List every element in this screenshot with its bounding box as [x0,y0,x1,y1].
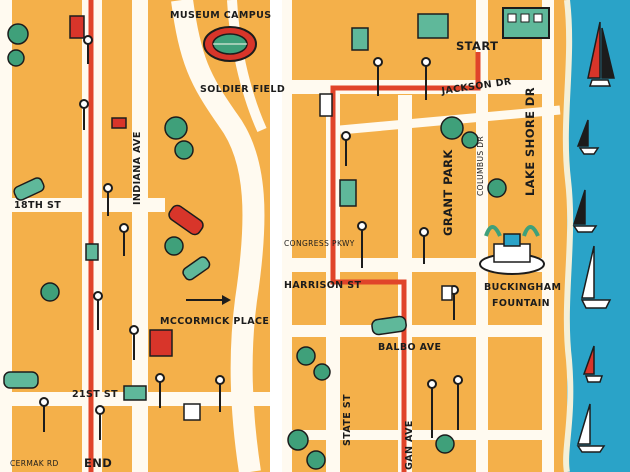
label-state-st: STATE ST [342,394,353,446]
label-indiana-ave: INDIANA AVE [132,131,143,205]
stadium-icon [203,26,257,62]
protest-sign-icon [69,13,453,421]
label-harrison-st: HARRISON ST [284,280,361,291]
car-icon [3,177,407,389]
label-end: END [84,456,112,470]
left-map-panel [0,0,270,472]
label-balbo-ave: BALBO AVE [378,342,441,353]
marcher-icon [39,35,463,440]
right-map-panel [282,0,630,472]
train-station-icon [502,7,550,39]
fountain-icon [479,225,545,275]
label-mccormick-place: MCCORMICK PLACE [160,316,269,327]
label-buckingham-line1: BUCKINGHAM [484,282,561,293]
label-start: START [456,39,498,53]
label-21st-st: 21ST ST [72,389,118,400]
sailboat-icon [572,21,615,453]
panel-divider [270,0,282,472]
label-lake-shore-dr: LAKE SHORE DR [523,87,537,196]
label-columbus-dr: COLUMBUS DR [476,136,485,196]
label-congress-pkwy: CONGRESS PKWY [284,239,355,248]
arrow-right-icon [186,295,231,305]
label-soldier-field: SOLDIER FIELD [200,84,285,95]
label-grant-park: GRANT PARK [441,149,455,236]
label-18th-st: 18TH ST [14,200,61,211]
label-buckingham-line2: FOUNTAIN [492,298,550,309]
label-cermak-rd: CERMAK RD [10,459,59,468]
label-michigan-ave: GAN AVE [404,420,415,470]
label-museum-campus: MUSEUM CAMPUS [170,10,271,21]
tree-icon [7,23,507,470]
